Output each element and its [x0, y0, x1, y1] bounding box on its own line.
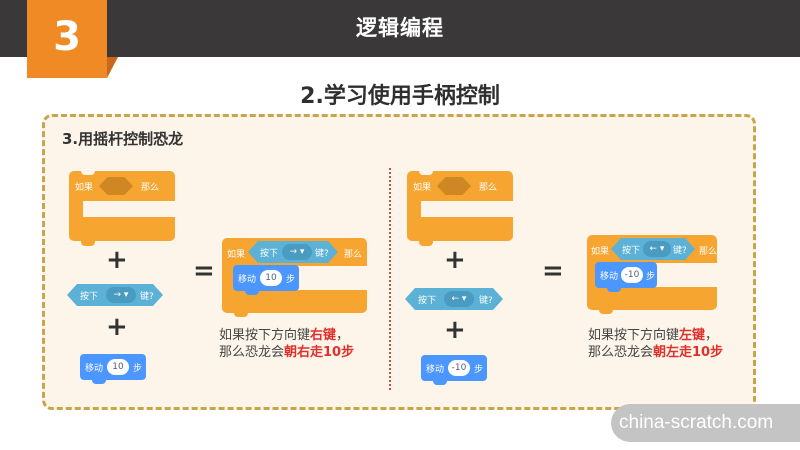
- subtitle: 2.学习使用手柄控制: [300, 84, 500, 109]
- move-steps-block[interactable]: 移动 -10 步: [595, 262, 657, 292]
- key-label: 键?: [140, 292, 154, 302]
- condition-slot[interactable]: [99, 177, 133, 195]
- if-then-block[interactable]: 如果 那么: [407, 170, 513, 246]
- condition-slot[interactable]: [437, 177, 471, 195]
- steps-label: 步: [133, 364, 143, 374]
- plus-sign: +: [444, 315, 466, 345]
- section-badge: [27, 0, 107, 78]
- press-label: 按下: [418, 296, 437, 306]
- section-title: 3.用摇杆控制恐龙: [62, 130, 184, 148]
- if-then-block[interactable]: 如果 那么: [69, 170, 175, 246]
- move-steps-block[interactable]: 移动 -10 步: [421, 355, 487, 385]
- key-pressed-block[interactable]: 按下 ← ▾ 键?: [611, 238, 695, 260]
- equals-sign: =: [193, 256, 215, 286]
- steps-input[interactable]: 10: [260, 270, 282, 286]
- then-label: 那么: [699, 247, 718, 257]
- then-label: 那么: [344, 250, 363, 260]
- key-pressed-block[interactable]: 按下 → ▾ 键?: [248, 241, 338, 263]
- press-label: 按下: [260, 249, 279, 259]
- plus-sign: +: [106, 312, 128, 342]
- key-dropdown[interactable]: → ▾: [106, 287, 136, 303]
- steps-input[interactable]: -10: [448, 360, 470, 376]
- if-label: 如果: [591, 247, 610, 257]
- key-dropdown[interactable]: ← ▾: [444, 291, 474, 307]
- key-dropdown[interactable]: → ▾: [282, 244, 312, 260]
- page-title: 逻辑编程: [356, 16, 444, 40]
- steps-label: 步: [286, 275, 296, 285]
- key-pressed-block[interactable]: 按下 ← ▾ 键?: [405, 288, 503, 310]
- caption: 如果按下方向键左键， 那么恐龙会朝左走10步: [588, 328, 724, 360]
- combined-if-block[interactable]: 如果 按下 ← ▾ 键? 那么 移动 -10 步: [587, 235, 718, 314]
- then-label: 那么: [479, 183, 498, 193]
- move-label: 移动: [600, 272, 619, 282]
- caption: 如果按下方向键右键， 那么恐龙会朝右走10步: [219, 328, 355, 360]
- panel-divider: [389, 168, 391, 390]
- steps-input[interactable]: -10: [621, 267, 643, 283]
- key-label: 键?: [479, 296, 493, 306]
- move-label: 移动: [238, 275, 257, 285]
- key-label: 键?: [673, 246, 687, 256]
- equals-sign: =: [542, 256, 564, 286]
- steps-label: 步: [474, 365, 484, 375]
- if-label: 如果: [227, 250, 246, 260]
- header-bar: [0, 0, 800, 57]
- section-number: 3: [53, 14, 81, 60]
- key-dropdown[interactable]: ← ▾: [643, 241, 671, 257]
- move-label: 移动: [426, 365, 445, 375]
- if-label: 如果: [413, 183, 432, 193]
- press-label: 按下: [622, 246, 641, 256]
- watermark: china-scratch.com: [611, 404, 800, 442]
- if-label: 如果: [75, 183, 94, 193]
- key-pressed-block[interactable]: 按下 → ▾ 键?: [67, 284, 163, 306]
- steps-input[interactable]: 10: [107, 359, 129, 375]
- move-steps-block[interactable]: 移动 10 步: [233, 265, 299, 295]
- combined-if-block[interactable]: 如果 按下 → ▾ 键? 那么 移动 10 步: [222, 238, 367, 317]
- move-label: 移动: [85, 364, 104, 374]
- plus-sign: +: [444, 245, 466, 275]
- move-steps-block[interactable]: 移动 10 步: [80, 354, 146, 384]
- steps-label: 步: [646, 272, 656, 282]
- key-label: 键?: [315, 249, 329, 259]
- then-label: 那么: [141, 183, 160, 193]
- badge-fold-decoration: [107, 57, 118, 78]
- press-label: 按下: [80, 292, 99, 302]
- plus-sign: +: [106, 245, 128, 275]
